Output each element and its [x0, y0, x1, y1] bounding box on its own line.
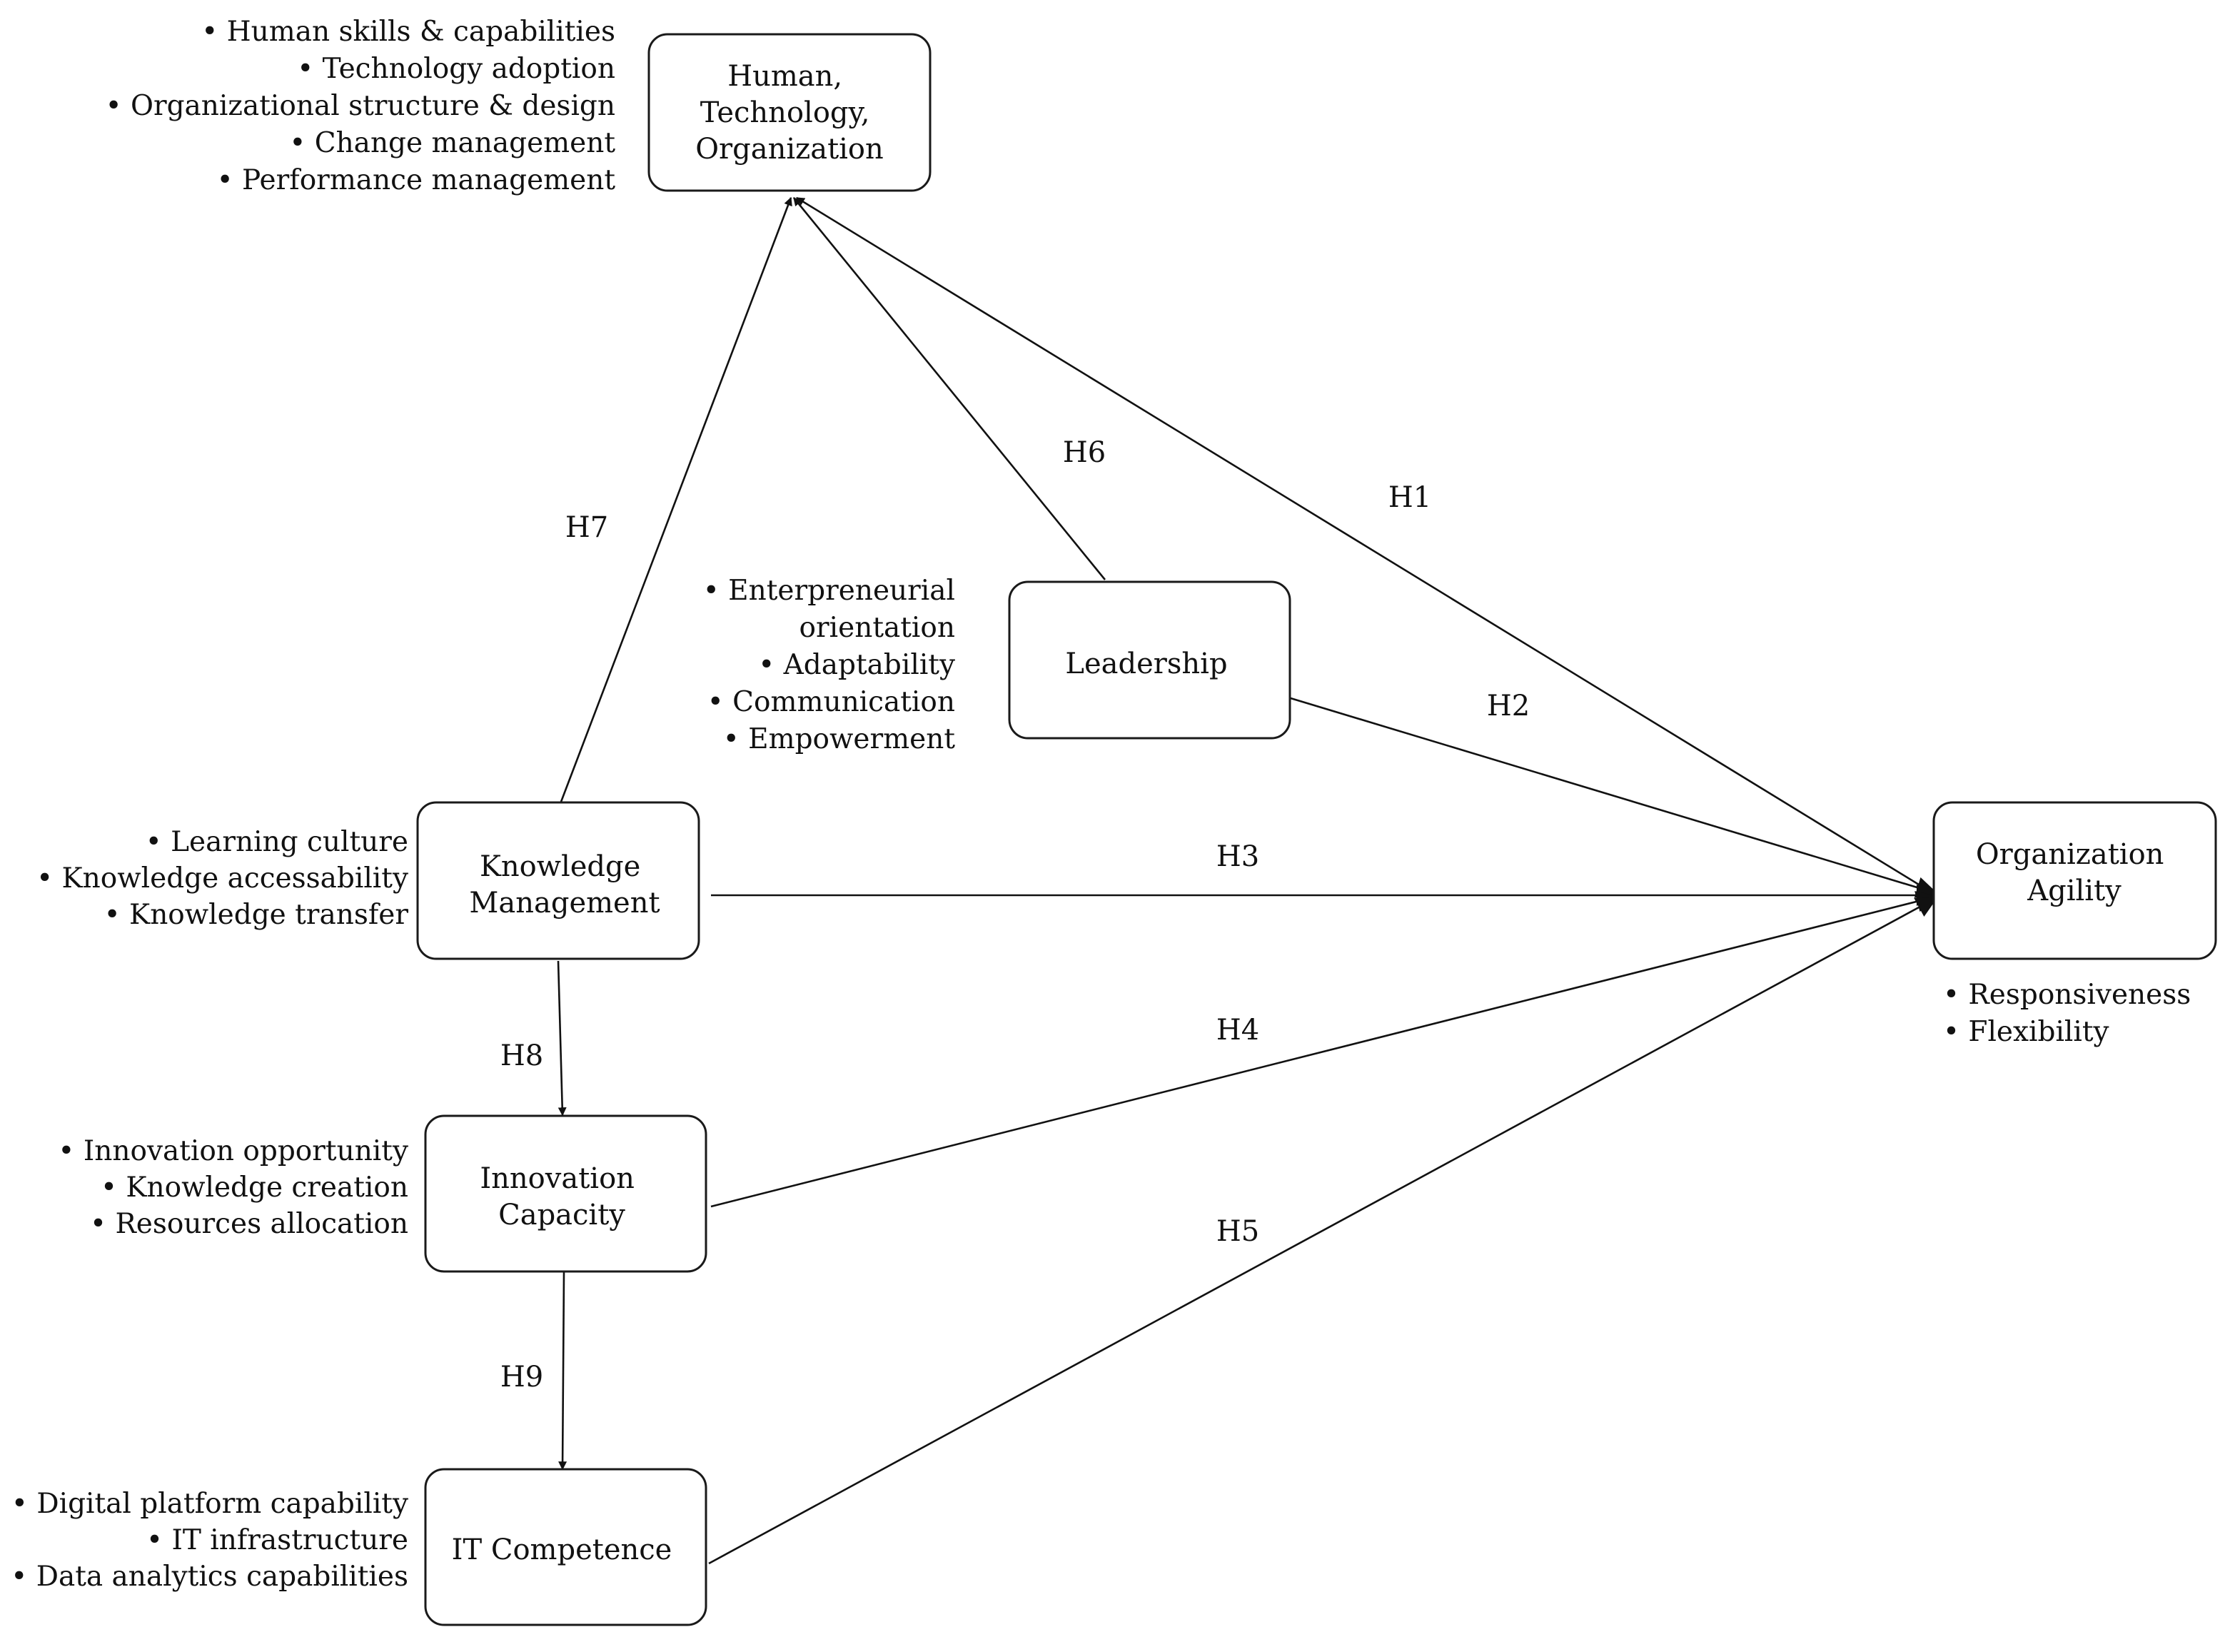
node-hto: Human, Technology, Organization [647, 33, 932, 192]
node-box-ic [424, 1114, 707, 1273]
edge-label-h7: H7 [565, 511, 608, 544]
node-label-oa: Organization Agility [1976, 838, 2173, 907]
edge-label-h1: H1 [1388, 481, 1431, 514]
edge-label-h3: H3 [1216, 840, 1259, 873]
bullet-list-itc: • Digital platform capability • IT infras… [11, 1488, 408, 1593]
bullet-item-km: • Knowledge accessability [36, 862, 408, 895]
bullet-list-km: • Learning culture • Knowledge accessabil… [36, 826, 408, 931]
node-oa: Organization Agility [1932, 801, 2217, 960]
bullet-item-hto: • Organizational structure & design [106, 90, 615, 122]
bullet-item-leadership: • Enterpreneurial [703, 575, 955, 607]
bullet-item-hto: • Human skills & capabilities [201, 16, 615, 48]
node-km: Knowledge Management [416, 801, 700, 960]
node-label-hto: Human, Technology, Organization [695, 60, 884, 166]
bullet-item-ic: • Knowledge creation [101, 1172, 408, 1204]
node-label-leadership: Leadership [1065, 648, 1227, 680]
bullet-item-itc: • Digital platform capability [11, 1488, 408, 1520]
bullet-item-oa: • Responsiveness [1943, 979, 2191, 1011]
edge-h7 [560, 196, 792, 802]
node-ic: Innovation Capacity [424, 1114, 707, 1273]
bullet-list-leadership: • Enterpreneurial orientation • Adaptabili… [703, 575, 956, 755]
bullet-item-km: • Knowledge transfer [104, 899, 409, 931]
bullet-list-ic: • Innovation opportunity • Knowledge crea… [58, 1135, 408, 1240]
bullet-item-hto: • Performance management [217, 164, 616, 196]
bullet-item-leadership: • Empowerment [723, 723, 956, 755]
edge-h6 [792, 197, 1106, 580]
edge-label-h9: H9 [500, 1361, 543, 1394]
node-itc: IT Competence [424, 1468, 707, 1626]
node-label-km: Knowledge Management [469, 850, 660, 920]
edge-h9 [558, 1271, 567, 1471]
edge-h8 [557, 960, 567, 1117]
edge-label-h5: H5 [1216, 1215, 1259, 1248]
edge-h5 [708, 897, 1938, 1565]
bullet-item-oa: • Flexibility [1943, 1016, 2109, 1048]
bullet-item-ic: • Innovation opportunity [58, 1135, 408, 1167]
bullet-item-km: • Learning culture [146, 826, 408, 858]
node-leadership: Leadership [1008, 580, 1291, 740]
node-box-km [416, 801, 700, 960]
edge-h4 [710, 891, 1938, 1208]
node-box-oa [1932, 801, 2217, 960]
edges [557, 196, 1938, 1565]
edge-labels: H1 H2 H3 H4 H5 H6 H7 H8 H9 [500, 436, 1530, 1394]
node-box-itc [424, 1468, 707, 1626]
node-box-leadership [1008, 580, 1291, 740]
bullet-item-ic: • Resources allocation [90, 1208, 408, 1240]
edge-label-h6: H6 [1063, 436, 1106, 469]
bullet-list-hto: • Human skills & capabilities • Technolog… [106, 16, 616, 196]
node-label-ic: Innovation Capacity [480, 1162, 643, 1232]
bullet-item-leadership: orientation [799, 612, 955, 644]
bullet-item-itc: • IT infrastructure [146, 1524, 408, 1556]
edge-h1 [795, 196, 1932, 894]
bullet-item-hto: • Change management [289, 127, 615, 159]
bullet-item-itc: • Data analytics capabilities [11, 1561, 408, 1593]
node-label-itc: IT Competence [452, 1533, 672, 1566]
node-box-hto [647, 33, 932, 192]
bullet-item-leadership: • Communication [707, 686, 955, 718]
edge-label-h2: H2 [1487, 690, 1530, 722]
edge-label-h4: H4 [1216, 1014, 1259, 1047]
edge-label-h8: H8 [500, 1039, 543, 1072]
bullet-list-oa: • Responsiveness • Flexibility [1943, 979, 2191, 1048]
edge-h2 [1290, 697, 1938, 898]
bullet-item-hto: • Technology adoption [297, 53, 615, 85]
bullet-item-leadership: • Adaptability [758, 649, 955, 681]
bullet-lists: • Human skills & capabilities • Technolog… [11, 16, 2191, 1593]
